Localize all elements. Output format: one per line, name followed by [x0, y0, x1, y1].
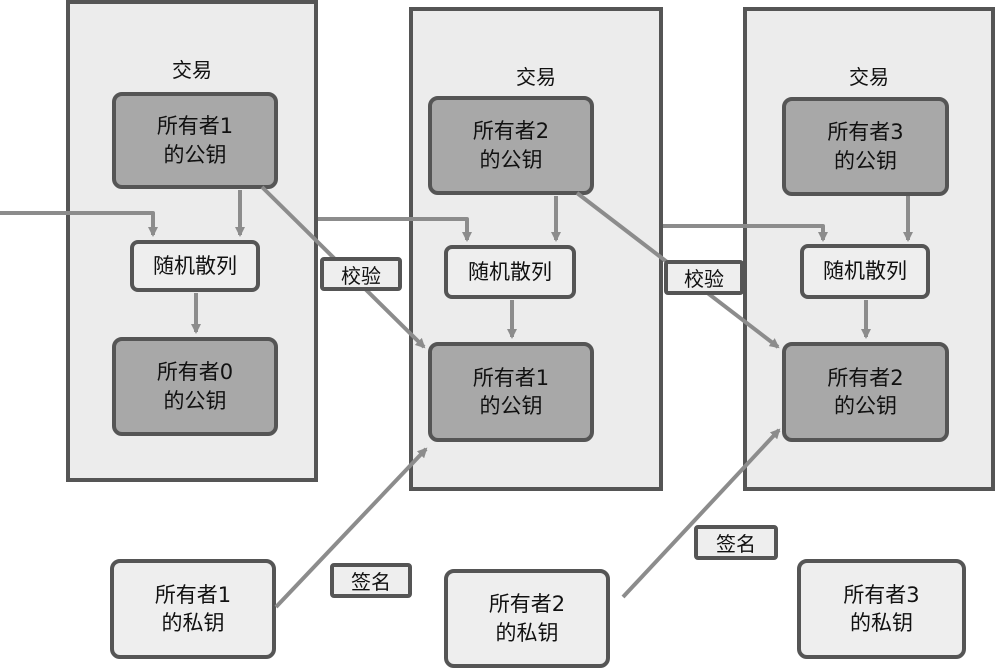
owner2-public-key-box: 所有者2 的公钥: [428, 96, 594, 195]
random-hash-box: 随机散列: [800, 244, 930, 299]
owner1-private-key-box: 所有者1 的私钥: [110, 559, 276, 659]
transaction-title: 交易: [516, 65, 556, 89]
sign-label-2: 签名: [694, 525, 778, 560]
random-hash-box: 随机散列: [444, 245, 576, 299]
transaction-title: 交易: [172, 58, 212, 82]
owner1-public-key-box: 所有者1 的公钥: [428, 342, 594, 442]
owner2-public-key-box: 所有者2 的公钥: [782, 342, 949, 442]
sign-label-1: 签名: [330, 563, 412, 598]
owner0-public-key-box: 所有者0 的公钥: [112, 337, 278, 436]
transaction-title: 交易: [849, 65, 889, 89]
verify-label-2: 校验: [664, 260, 744, 295]
owner2-private-key-box: 所有者2 的私钥: [444, 569, 610, 668]
owner3-private-key-box: 所有者3 的私钥: [797, 559, 966, 659]
random-hash-box: 随机散列: [130, 240, 260, 292]
verify-label-1: 校验: [320, 257, 402, 291]
owner1-public-key-box: 所有者1 的公钥: [112, 92, 278, 189]
owner3-public-key-box: 所有者3 的公钥: [782, 97, 949, 196]
